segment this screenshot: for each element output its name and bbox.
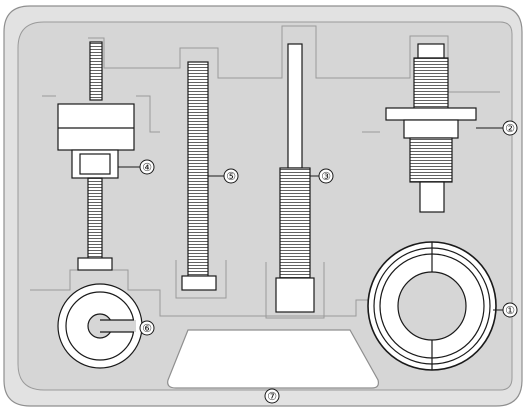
callout-1-label: ① [505, 304, 515, 317]
callout-2: ② [476, 120, 518, 136]
slotted-washer-part-6 [57, 283, 143, 369]
callout-5: ⑤ [208, 168, 239, 184]
callout-5-label: ⑤ [226, 170, 236, 183]
split-ring-part-1 [367, 241, 497, 371]
callout-7: ⑦ [264, 388, 280, 404]
threaded-bolt-part-5 [181, 61, 217, 291]
callout-6: ⑥ [139, 320, 155, 336]
callout-3: ③ [310, 168, 334, 184]
callout-4: ④ [118, 159, 155, 175]
callout-4-label: ④ [142, 161, 152, 174]
callout-2-label: ② [505, 122, 515, 135]
threaded-rod-part-3 [275, 43, 315, 313]
callout-3-label: ③ [321, 170, 331, 183]
callout-7-label: ⑦ [267, 390, 277, 403]
callout-1: ① [493, 302, 518, 318]
press-tool-part-2 [385, 43, 477, 213]
puller-bolt-part-4 [57, 41, 135, 271]
callout-6-label: ⑥ [142, 322, 152, 335]
